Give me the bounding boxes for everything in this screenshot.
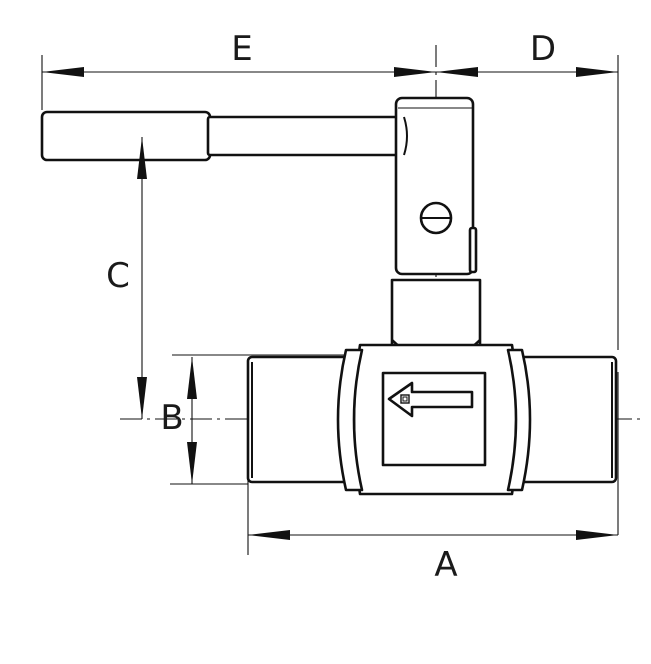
dimension-label-a: A [434,545,457,585]
extension-lines [41,55,619,555]
dimension-label-d: D [530,29,556,69]
lever-handle [40,96,478,276]
dimension-label-b: B [160,398,183,438]
dimension-label-e: E [231,29,252,69]
dimension-B [187,357,197,484]
dimension-D [436,67,618,77]
dimension-label-c: C [106,256,130,296]
flow-direction-window [381,371,487,467]
dimension-A [248,530,618,540]
dimension-C [137,137,147,419]
dimension-E [42,67,436,77]
